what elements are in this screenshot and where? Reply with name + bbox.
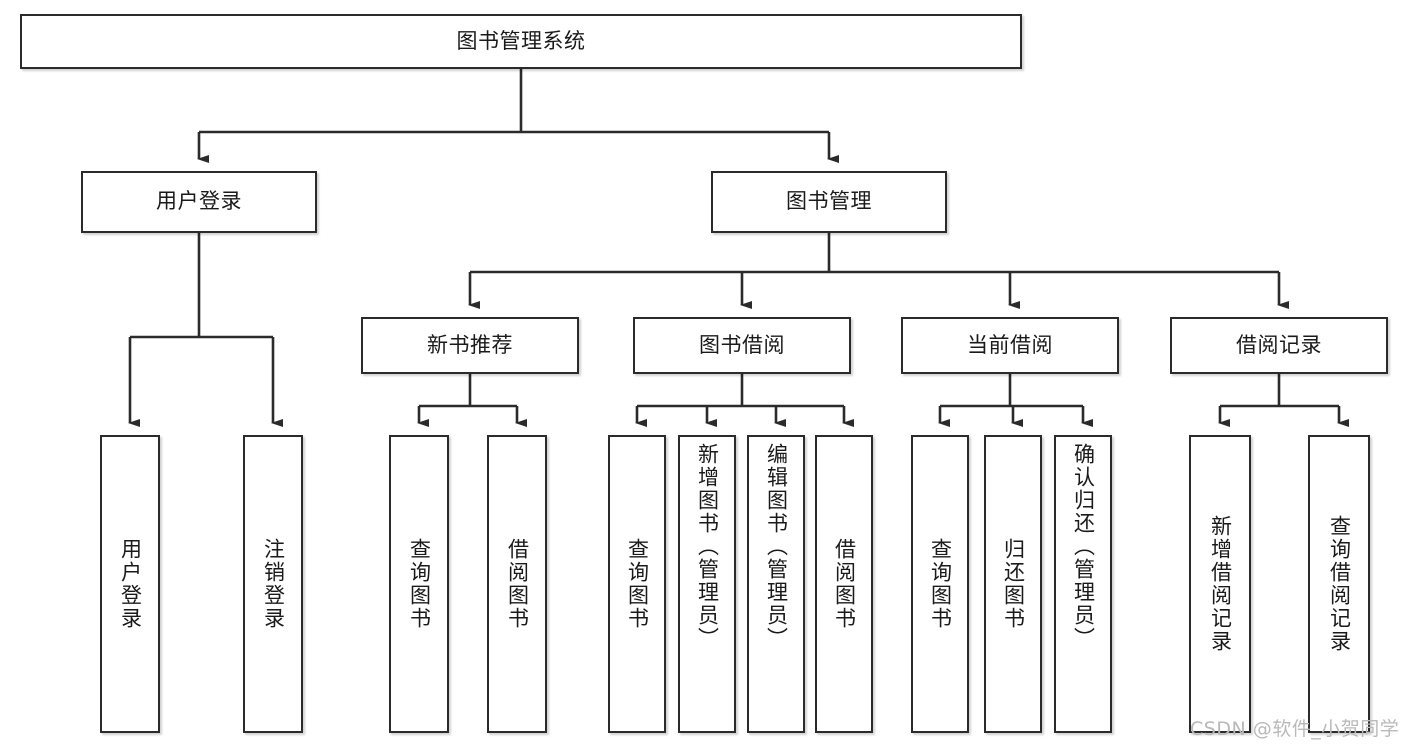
node-leaf-borrow-book-1[interactable]: 借阅图书 [487, 435, 547, 733]
node-book-manage[interactable]: 图书管理 [711, 171, 947, 233]
node-leaf-borrow-book-2[interactable]: 借阅图书 [815, 435, 873, 733]
node-leaf-query-record-label: 查询借阅记录 [1327, 515, 1352, 653]
node-leaf-edit-book[interactable]: 编辑图书（管理员） [747, 435, 805, 733]
node-leaf-query-book-3-label: 查询图书 [928, 538, 953, 630]
node-new-book-rec-label: 新书推荐 [427, 332, 513, 357]
node-root-label: 图书管理系统 [456, 28, 586, 53]
node-leaf-add-book-label: 新增图书（管理员） [695, 443, 720, 650]
node-book-borrow-label: 图书借阅 [699, 332, 785, 357]
node-book-borrow[interactable]: 图书借阅 [633, 317, 851, 374]
node-leaf-return-book-label: 归还图书 [1001, 538, 1026, 630]
node-borrow-record[interactable]: 借阅记录 [1170, 317, 1388, 374]
node-user-login[interactable]: 用户登录 [81, 171, 317, 233]
node-leaf-query-book-2[interactable]: 查询图书 [608, 435, 666, 733]
node-book-manage-label: 图书管理 [786, 189, 872, 214]
node-new-book-rec[interactable]: 新书推荐 [361, 317, 579, 374]
node-leaf-add-book[interactable]: 新增图书（管理员） [678, 435, 736, 733]
node-current-borrow-label: 当前借阅 [967, 332, 1053, 357]
node-leaf-borrow-book-2-label: 借阅图书 [832, 538, 857, 630]
node-leaf-user-logout[interactable]: 注销登录 [243, 435, 303, 733]
node-leaf-query-book-2-label: 查询图书 [625, 538, 650, 630]
node-borrow-record-label: 借阅记录 [1236, 332, 1322, 357]
node-leaf-edit-book-label: 编辑图书（管理员） [764, 443, 789, 650]
node-user-login-label: 用户登录 [156, 189, 242, 214]
node-root[interactable]: 图书管理系统 [20, 14, 1022, 69]
node-leaf-confirm-return-label: 确认归还（管理员） [1071, 443, 1096, 650]
node-leaf-query-book-1[interactable]: 查询图书 [389, 435, 449, 733]
node-leaf-query-book-1-label: 查询图书 [407, 538, 432, 630]
node-leaf-query-book-3[interactable]: 查询图书 [911, 435, 969, 733]
node-leaf-add-record-label: 新增借阅记录 [1208, 515, 1233, 653]
node-leaf-user-login[interactable]: 用户登录 [100, 435, 160, 733]
node-leaf-user-logout-label: 注销登录 [261, 538, 286, 630]
node-leaf-return-book[interactable]: 归还图书 [984, 435, 1042, 733]
node-current-borrow[interactable]: 当前借阅 [901, 317, 1119, 374]
node-leaf-confirm-return[interactable]: 确认归还（管理员） [1054, 435, 1112, 733]
node-leaf-query-record[interactable]: 查询借阅记录 [1308, 435, 1370, 733]
node-leaf-borrow-book-1-label: 借阅图书 [505, 538, 530, 630]
node-leaf-add-record[interactable]: 新增借阅记录 [1189, 435, 1251, 733]
node-leaf-user-login-label: 用户登录 [118, 538, 143, 630]
csdn-watermark: CSDN @软件_小贺同学 [1190, 718, 1400, 740]
